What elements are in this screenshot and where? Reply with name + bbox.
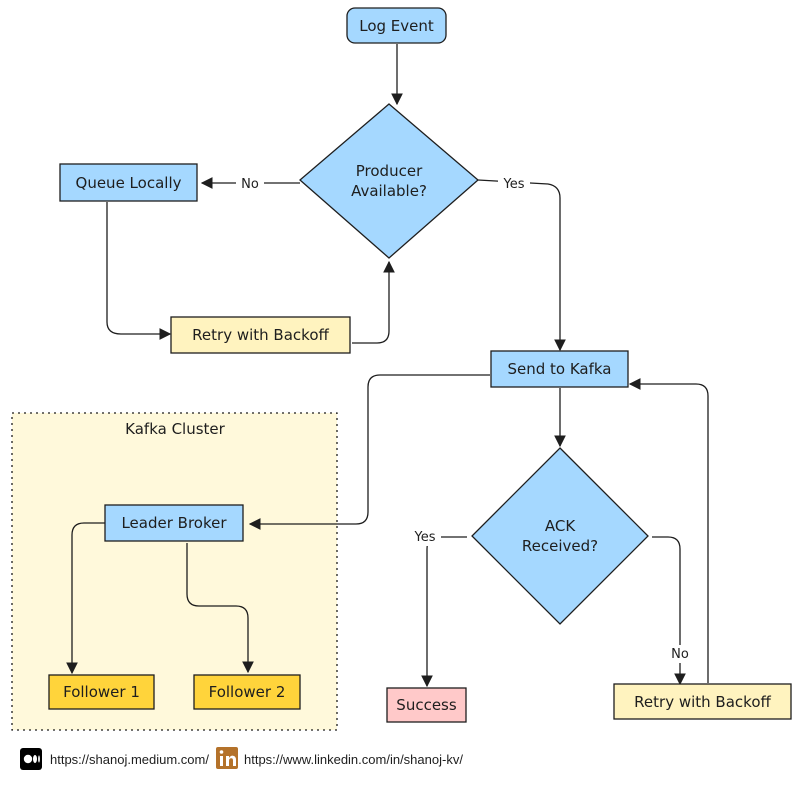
edge-queue-to-retry [106, 202, 172, 340]
success-label: Success [396, 696, 457, 714]
label-ack-yes: Yes [414, 530, 436, 545]
edge-ack-no-retry [652, 536, 686, 686]
node-producer-available: Producer Available? [299, 103, 479, 259]
edge-retry-to-send [628, 378, 709, 683]
log-event-label: Log Event [359, 17, 434, 35]
follower-2-label: Follower 2 [209, 683, 286, 701]
send-to-kafka-label: Send to Kafka [507, 360, 611, 378]
retry-backoff-bottom-label: Retry with Backoff [634, 693, 771, 711]
node-leader-broker: Leader Broker [104, 504, 244, 542]
label-producer-no: No [241, 177, 259, 192]
ack-received-line-1: ACK [545, 517, 576, 535]
edge-send-to-leader [248, 374, 490, 530]
ack-received-line-2: Received? [522, 537, 598, 555]
edge-leader-to-follower1 [66, 522, 105, 675]
node-retry-backoff-bottom: Retry with Backoff [613, 683, 792, 720]
retry-backoff-top-label: Retry with Backoff [192, 326, 329, 344]
node-queue-locally: Queue Locally [59, 163, 198, 202]
linkedin-logo-icon[interactable] [216, 747, 238, 769]
node-follower-2: Follower 2 [193, 674, 301, 710]
kafka-cluster-label: Kafka Cluster [125, 420, 226, 438]
node-success: Success [386, 687, 467, 723]
node-follower-1: Follower 1 [48, 674, 155, 710]
edge-producer-yes-send [477, 179, 566, 352]
node-ack-received: ACK Received? [471, 447, 649, 625]
edge-labels: No Yes Yes No [236, 174, 693, 663]
edges [66, 44, 709, 688]
linkedin-url-link[interactable]: https://www.linkedin.com/in/shanoj-kv/ [244, 752, 463, 767]
label-ack-no: No [671, 647, 689, 662]
edge-leader-to-follower2 [186, 543, 254, 674]
footer: https://shanoj.medium.com/ https://www.l… [20, 747, 463, 770]
medium-logo-icon[interactable] [20, 748, 42, 770]
follower-1-label: Follower 1 [63, 683, 140, 701]
producer-available-line-2: Available? [351, 182, 427, 200]
label-producer-yes: Yes [503, 177, 525, 192]
node-retry-backoff-top: Retry with Backoff [170, 316, 351, 354]
medium-url-link[interactable]: https://shanoj.medium.com/ [50, 752, 209, 767]
node-log-event: Log Event [346, 7, 447, 44]
producer-available-line-1: Producer [356, 162, 423, 180]
node-send-to-kafka: Send to Kafka [490, 350, 629, 388]
edge-ack-yes-success [421, 536, 467, 688]
leader-broker-label: Leader Broker [121, 514, 227, 532]
queue-locally-label: Queue Locally [76, 174, 182, 192]
edge-retry-to-producer [352, 260, 395, 344]
